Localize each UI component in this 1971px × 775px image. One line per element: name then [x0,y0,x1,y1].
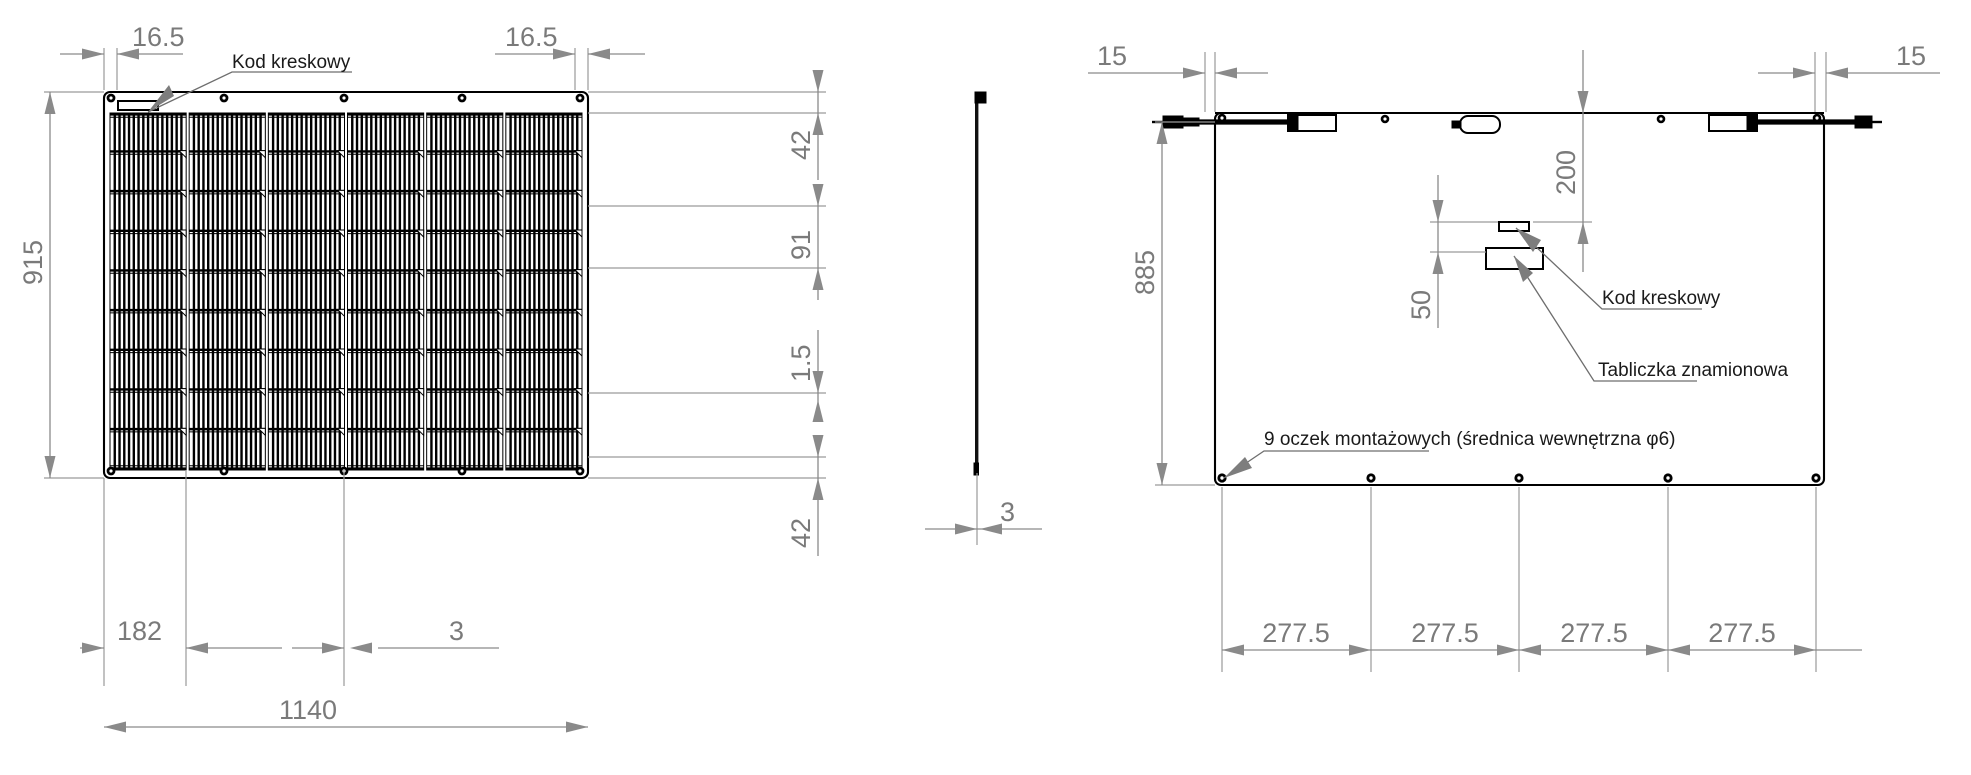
dim-42-bottom: 42 [786,435,824,556]
grommet [106,466,116,476]
dim-1140: 1140 [104,695,588,733]
dim-91: 91 [786,184,824,300]
grommet [106,93,116,103]
dim-277_5-1: 277.5 [1222,618,1371,656]
grommet [457,466,467,476]
grommet [1663,473,1673,483]
barcode-label-front: Kod kreskowy [232,52,351,73]
nameplate-callout: Tabliczka znamionowa [1513,255,1789,382]
barcode-callout-front: Kod kreskowy [147,52,352,113]
side-bottom-tab [973,462,979,476]
front-view: Kod kreskowy 16.5 16.5 [18,22,826,733]
back-bottom-dims: 277.5 277.5 277.5 277.5 [1221,487,1862,672]
dim-1140-text: 1140 [279,695,337,725]
grommet [339,93,349,103]
dim-height-915: 915 [18,91,104,479]
dim-277_5-1-text: 277.5 [1262,618,1330,648]
side-view: 3 [925,91,1042,545]
grommet [1366,473,1376,483]
dim-50-text: 50 [1406,290,1436,320]
dim-thickness-3: 3 [925,473,1042,545]
grommet-note-label: 9 oczek montażowych (średnica wewnętrzna… [1264,429,1676,450]
barcode-sticker-back [1498,221,1530,232]
dim-42-top-text: 42 [786,130,816,160]
dim-277_5-4-text: 277.5 [1708,618,1776,648]
grommet [575,466,585,476]
grommet-note-callout: 9 oczek montażowych (średnica wewnętrzna… [1223,429,1676,479]
dim-3-gap: 3 [292,470,499,686]
dim-91-text: 91 [786,230,816,260]
grommet [457,93,467,103]
back-cabling [1152,114,1882,134]
dim-915: 915 [18,240,48,285]
grommet [1656,114,1666,124]
nameplate-sticker [1485,247,1544,270]
cable-box-left-gland [1287,114,1299,132]
dim-182: 182 [80,470,282,686]
dim-42-bottom-text: 42 [786,518,816,548]
side-junction-box [974,91,987,104]
grommet [219,93,229,103]
grommet [1811,473,1821,483]
dim-885-text: 885 [1130,250,1160,295]
grommet [575,93,585,103]
grommet [219,466,229,476]
grommet [1380,114,1390,124]
dim-left-offset-16_5: 16.5 [60,22,185,90]
dim-thickness-text: 3 [1000,497,1015,527]
back-grommets-bottom [1217,473,1821,483]
front-cell-array [109,112,583,471]
dim-200-text: 200 [1551,150,1581,195]
dim-200: 200 [1533,50,1592,272]
dim-1_5-text: 1.5 [786,344,816,382]
barcode-label-back: Kod kreskowy [1602,288,1721,309]
dim-42-top: 42 [786,70,824,180]
dim-15-right: 15 [1758,41,1940,112]
front-right-vertical-dims: 42 91 1.5 [588,70,826,556]
front-grommets-bottom [106,466,585,476]
dim-277_5-3-text: 277.5 [1560,618,1628,648]
dim-277_5-4: 277.5 [1668,618,1816,656]
bypass-diode-capsule [1451,115,1501,134]
dim-right-offset-16_5: 16.5 [495,22,645,90]
grommet [1217,473,1227,483]
dim-3-text: 3 [449,616,464,646]
back-view: 15 15 885 [1088,41,1940,672]
nameplate-label: Tabliczka znamionowa [1598,360,1789,381]
front-grommets-top [106,93,585,103]
dim-182-text: 182 [117,616,162,646]
side-profile [975,97,979,473]
front-panel-outline [102,90,590,480]
dim-277_5-2: 277.5 [1371,618,1519,656]
grommet [1514,473,1524,483]
barcode-callout-back: Kod kreskowy [1515,227,1721,310]
grommet [1217,113,1227,123]
dim-277_5-3: 277.5 [1519,618,1668,656]
dim-15-left-text: 15 [1097,41,1127,71]
dim-50: 50 [1406,175,1498,328]
dim-1_5: 1.5 [786,330,824,422]
dim-15-left: 15 [1088,41,1268,112]
dim-16_5-right: 16.5 [505,22,558,52]
connector-right [1854,115,1882,129]
dim-885: 885 [1130,121,1215,486]
dim-277_5-2-text: 277.5 [1411,618,1479,648]
dim-16_5-left: 16.5 [132,22,185,52]
cable-box-right-gland [1746,114,1758,132]
grommet [1812,113,1822,123]
dim-15-right-text: 15 [1896,41,1926,71]
back-grommets-top [1217,113,1822,124]
